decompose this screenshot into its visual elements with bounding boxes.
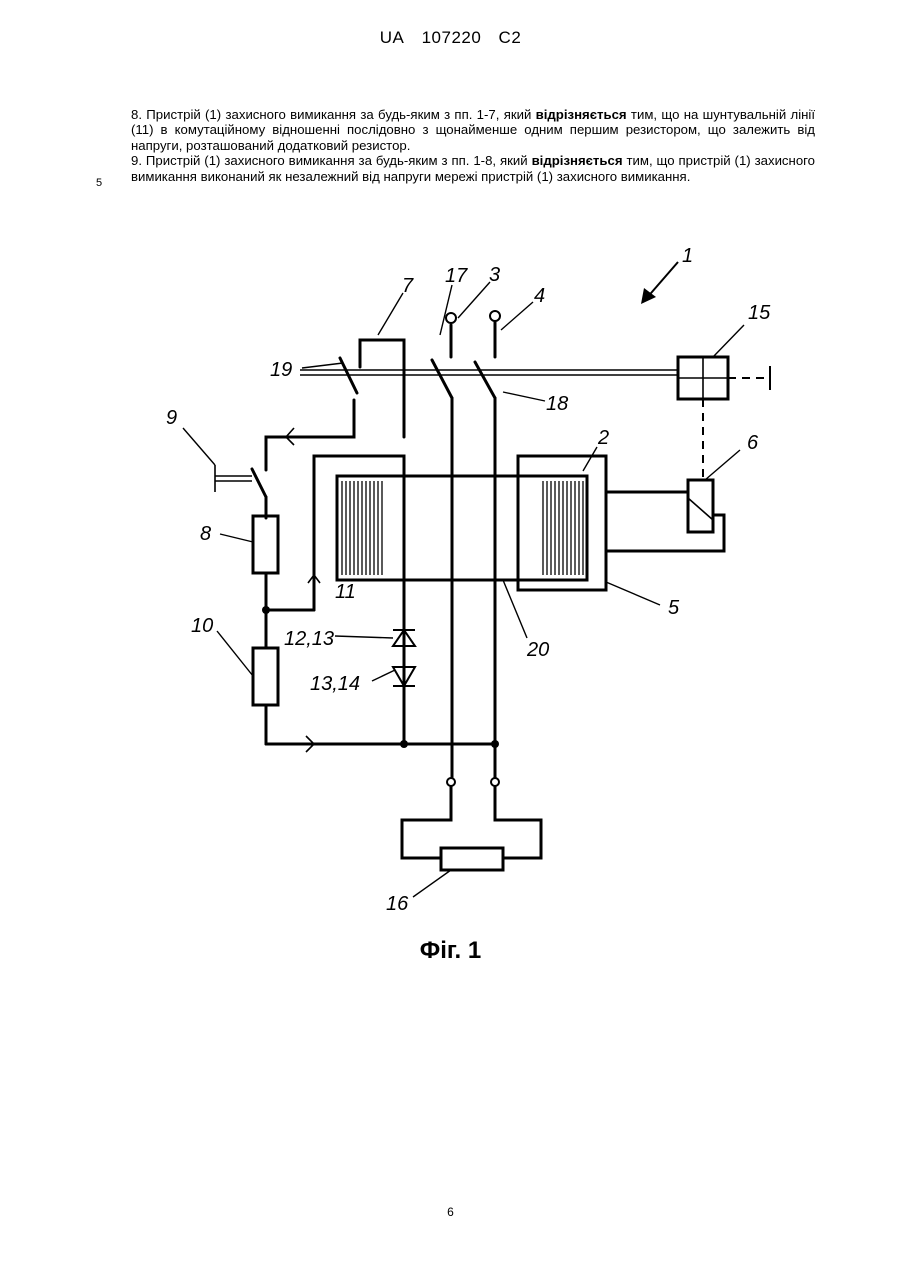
label-11: 11 [335, 581, 356, 603]
label-12-13: 12,13 [284, 628, 334, 650]
label-18: 18 [546, 393, 568, 415]
claims-text: 8. Пристрій (1) захисного вимикання за б… [131, 107, 815, 184]
patent-number: 107220 [422, 28, 482, 47]
label-16: 16 [386, 893, 409, 915]
label-19: 19 [270, 359, 292, 381]
label-17: 17 [445, 265, 468, 287]
label-13-14: 13,14 [310, 673, 360, 695]
label-9: 9 [166, 407, 177, 429]
label-2: 2 [597, 427, 609, 449]
label-1: 1 [682, 245, 693, 267]
label-15: 15 [748, 302, 771, 324]
figure-caption: Фіг. 1 [0, 937, 901, 965]
circuit-diagram: 1 7 17 3 4 15 19 18 9 2 6 8 11 5 10 12,1… [150, 230, 790, 930]
claim-8: 8. Пристрій (1) захисного вимикання за б… [131, 107, 815, 153]
label-8: 8 [200, 523, 211, 545]
label-3: 3 [489, 264, 500, 286]
label-20: 20 [526, 639, 549, 661]
claim-9: 9. Пристрій (1) захисного вимикання за б… [131, 153, 815, 184]
patent-kind: C2 [499, 28, 522, 47]
label-4: 4 [534, 285, 545, 307]
label-5: 5 [668, 597, 680, 619]
label-7: 7 [402, 275, 414, 297]
label-10: 10 [191, 615, 213, 637]
patent-header: UA 107220 C2 [0, 28, 901, 48]
country-code: UA [380, 28, 405, 47]
label-6: 6 [747, 432, 759, 454]
margin-line-number: 5 [96, 177, 102, 189]
page-number: 6 [0, 1205, 901, 1219]
